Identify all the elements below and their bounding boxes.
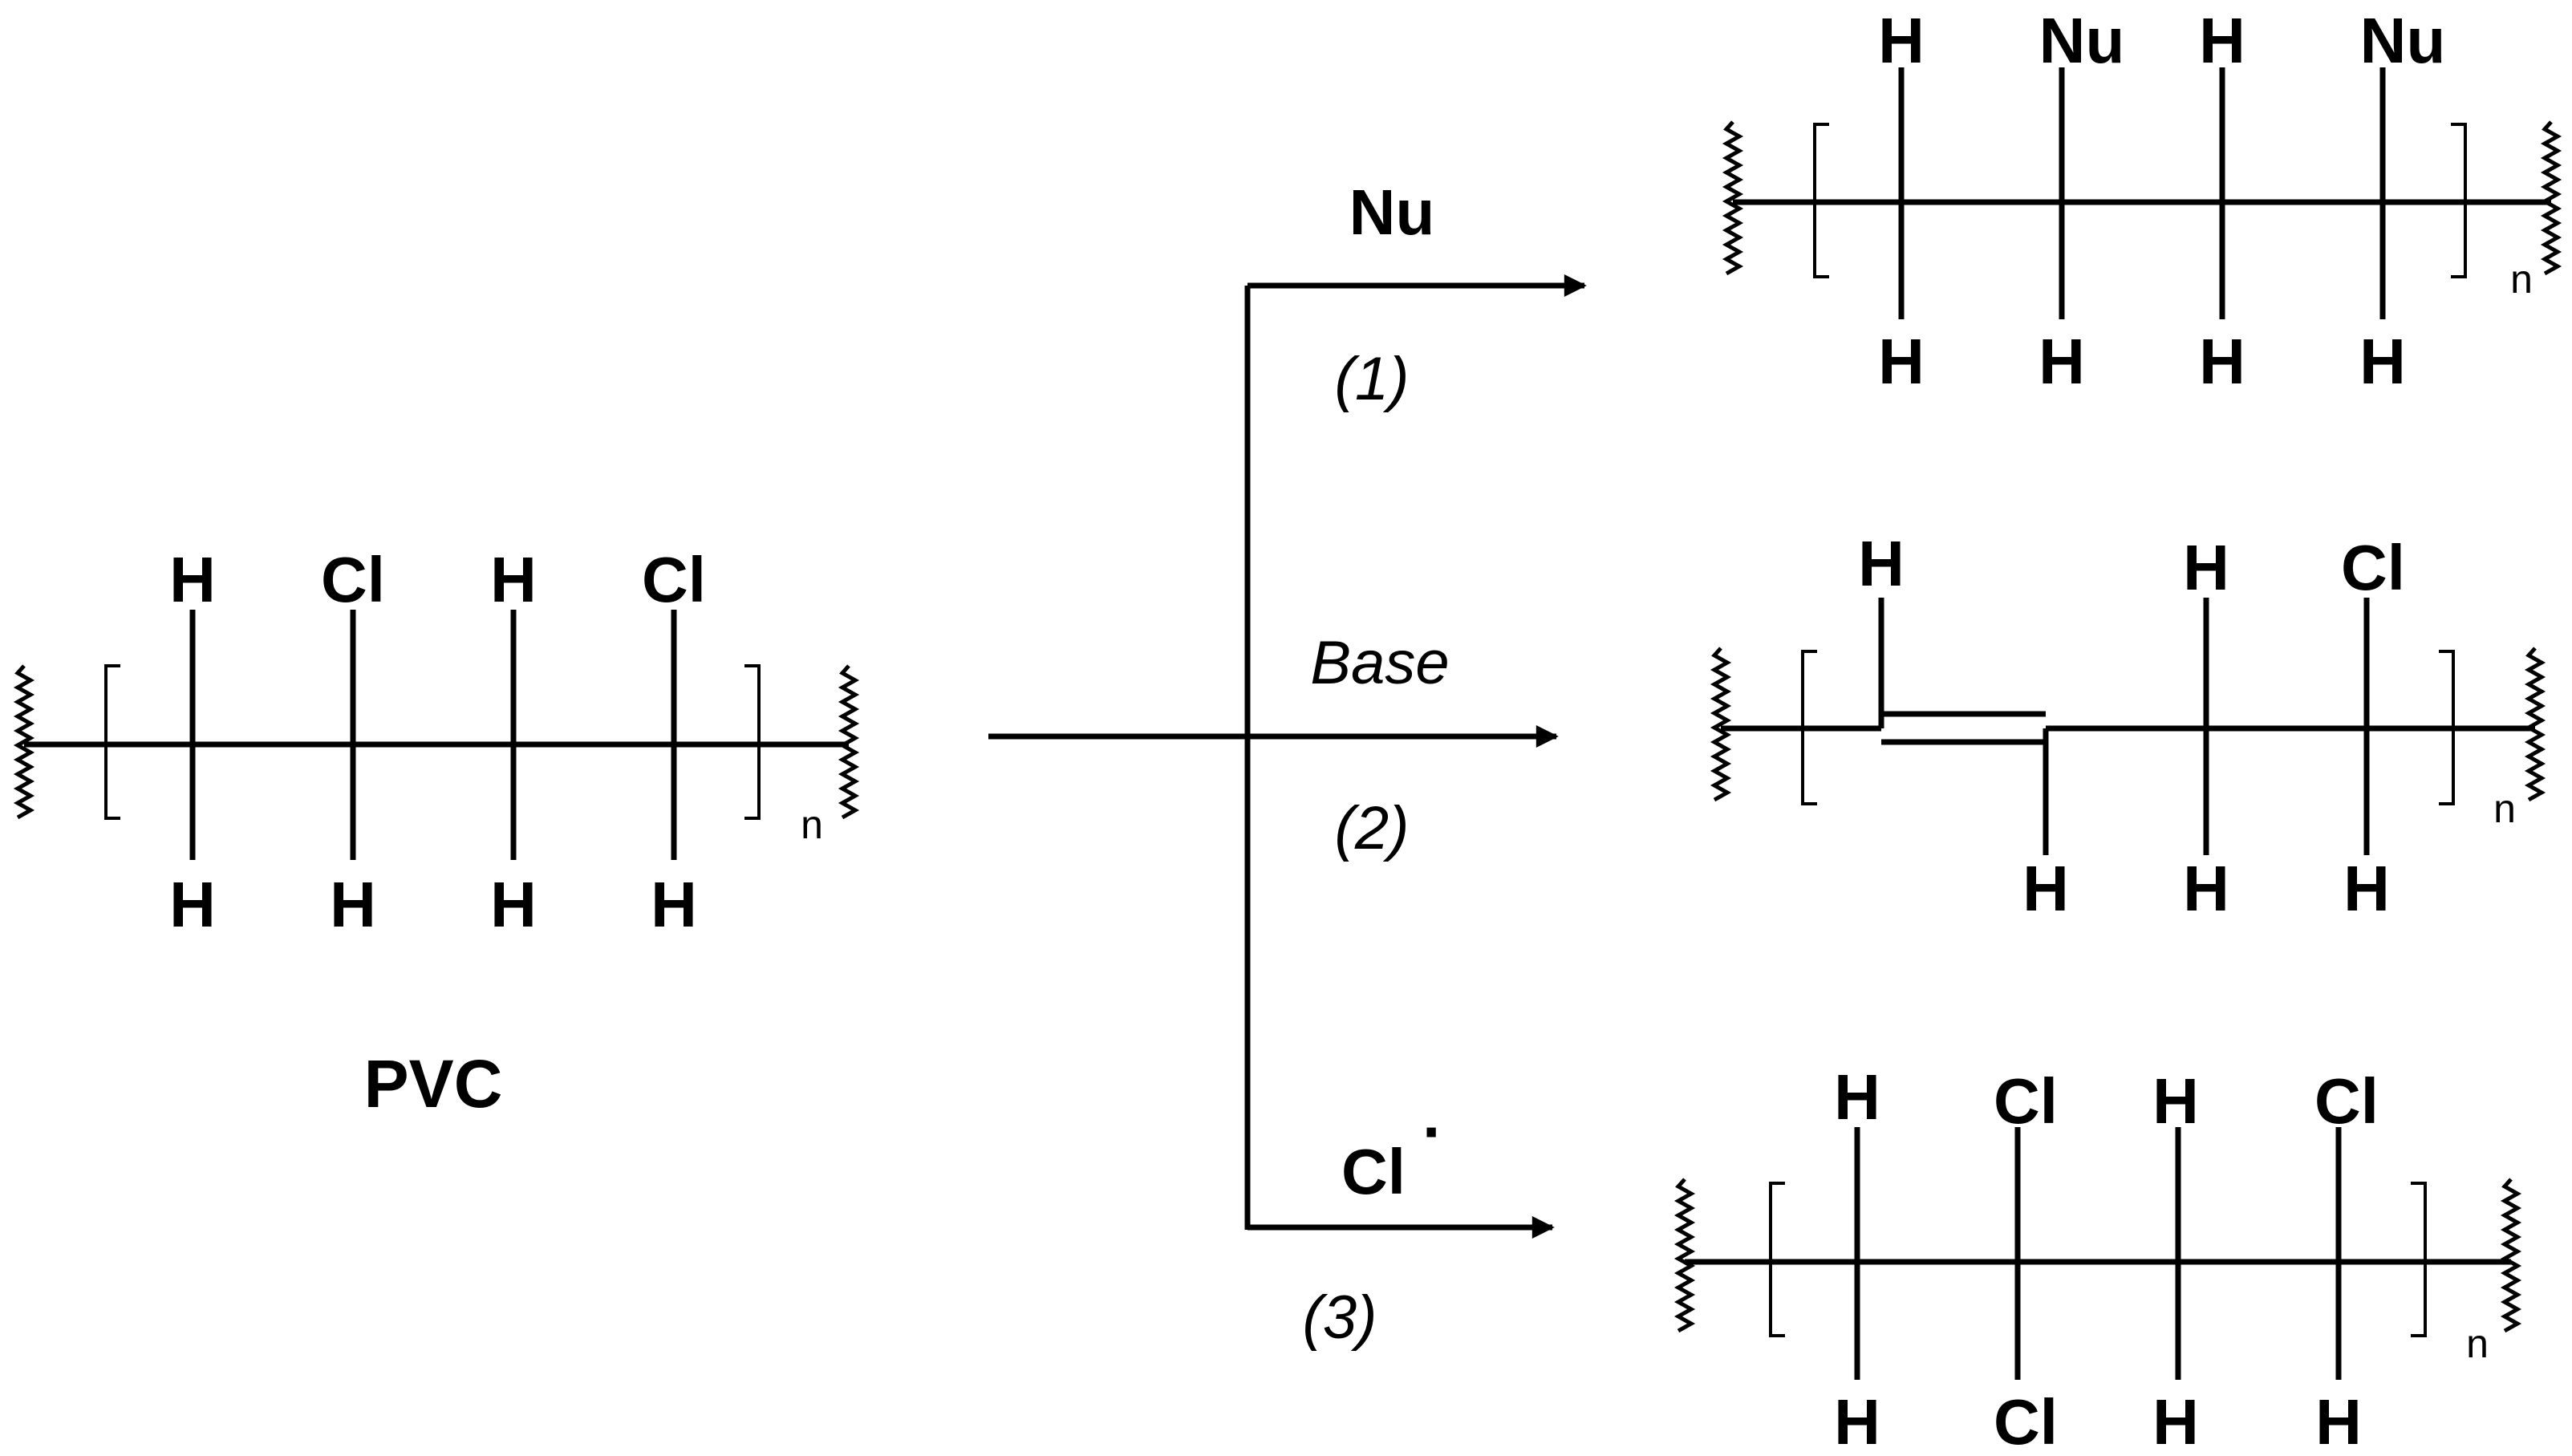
product-3-top-atom-3: H	[2152, 1065, 2199, 1137]
product-3-bottom-atom-1: H	[1834, 1386, 1880, 1456]
product-2-top-atom-2: H	[2183, 532, 2229, 603]
product-2-bottom-atom-2: H	[2183, 853, 2229, 924]
product-3-top-atom-2: Cl	[1994, 1065, 2058, 1137]
product-1-bottom-atom-1: H	[1878, 326, 1925, 397]
pvc-name-label: PVC	[364, 1046, 503, 1121]
product-1-top-atom-3: H	[2199, 5, 2245, 76]
product-2-left-bracket	[1801, 650, 1817, 805]
pvc-top-atom-4: Cl	[642, 544, 706, 615]
branch-arrows	[988, 274, 1587, 1239]
product-2-bottom-atom-3: H	[2343, 853, 2390, 924]
pvc-top-atom-1: H	[169, 544, 216, 615]
pvc-repeat-subscript: n	[801, 802, 823, 847]
product-1-left-wavy-end	[1722, 120, 1744, 276]
reaction-3-number: (3)	[1303, 1284, 1377, 1352]
product-3-top-atom-1: H	[1834, 1061, 1880, 1133]
product-2-bottom-atom-1: H	[2022, 853, 2069, 924]
product-2-left-wavy-end	[1710, 647, 1732, 802]
pvc-bottom-atom-4: H	[651, 869, 697, 940]
product-1-bottom-atom-2: H	[2039, 326, 2085, 397]
reagent-3-label: Cl	[1341, 1136, 1406, 1207]
product-3-left-wavy-end	[1673, 1178, 1696, 1333]
reagent-3-radical-dot: ·	[1422, 1096, 1444, 1167]
product-2-right-wavy-end	[2524, 647, 2546, 802]
product-1-right-wavy-end	[2540, 120, 2562, 276]
product-1-top-atom-4: Nu	[2360, 5, 2446, 76]
product-3-bottom-atom-4: H	[2315, 1386, 2362, 1456]
product-2-top-atom-3: Cl	[2341, 532, 2405, 603]
reagent-1-label: Nu	[1349, 176, 1435, 248]
product-3-repeat-subscript: n	[2466, 1321, 2489, 1366]
product-1-top-atom-1: H	[1878, 5, 1925, 76]
product-3-bottom-atom-3: H	[2152, 1386, 2199, 1456]
reagent-2-label: Base	[1310, 629, 1449, 697]
product-1-bottom-atom-4: H	[2359, 326, 2406, 397]
pvc-right-bracket	[744, 664, 761, 820]
product-1-repeat-subscript: n	[2510, 257, 2533, 302]
reaction-2-number: (2)	[1335, 794, 1410, 862]
product-1-structure: H Nu H Nu H H H H n	[1722, 5, 2562, 397]
pvc-bottom-atom-1: H	[169, 869, 216, 940]
pvc-structure: H Cl H Cl H H H H n	[13, 544, 860, 940]
product-3-right-wavy-end	[2500, 1178, 2522, 1333]
product-1-left-bracket	[1813, 123, 1829, 278]
product-3-bottom-atom-2: Cl	[1994, 1386, 2058, 1456]
product-1-top-atom-2: Nu	[2039, 5, 2125, 76]
pvc-top-atom-3: H	[490, 544, 537, 615]
product-3-left-bracket	[1769, 1182, 1785, 1337]
product-3-top-atom-4: Cl	[2314, 1065, 2379, 1137]
product-2-right-bracket	[2439, 650, 2455, 805]
product-2-top-atom-1: H	[1858, 528, 1905, 599]
pvc-bottom-atom-3: H	[490, 869, 537, 940]
product-1-bottom-atom-3: H	[2199, 326, 2245, 397]
pvc-top-atom-2: Cl	[321, 544, 385, 615]
pvc-bottom-atom-2: H	[330, 869, 376, 940]
product-1-right-bracket	[2451, 123, 2467, 278]
product-3-structure: H Cl H Cl H Cl H H n	[1673, 1061, 2522, 1456]
product-3-right-bracket	[2411, 1182, 2427, 1337]
product-2-repeat-subscript: n	[2493, 786, 2516, 831]
reaction-1-number: (1)	[1335, 345, 1410, 413]
pvc-left-bracket	[104, 664, 120, 820]
product-2-structure: H H Cl H H H n	[1710, 528, 2546, 924]
